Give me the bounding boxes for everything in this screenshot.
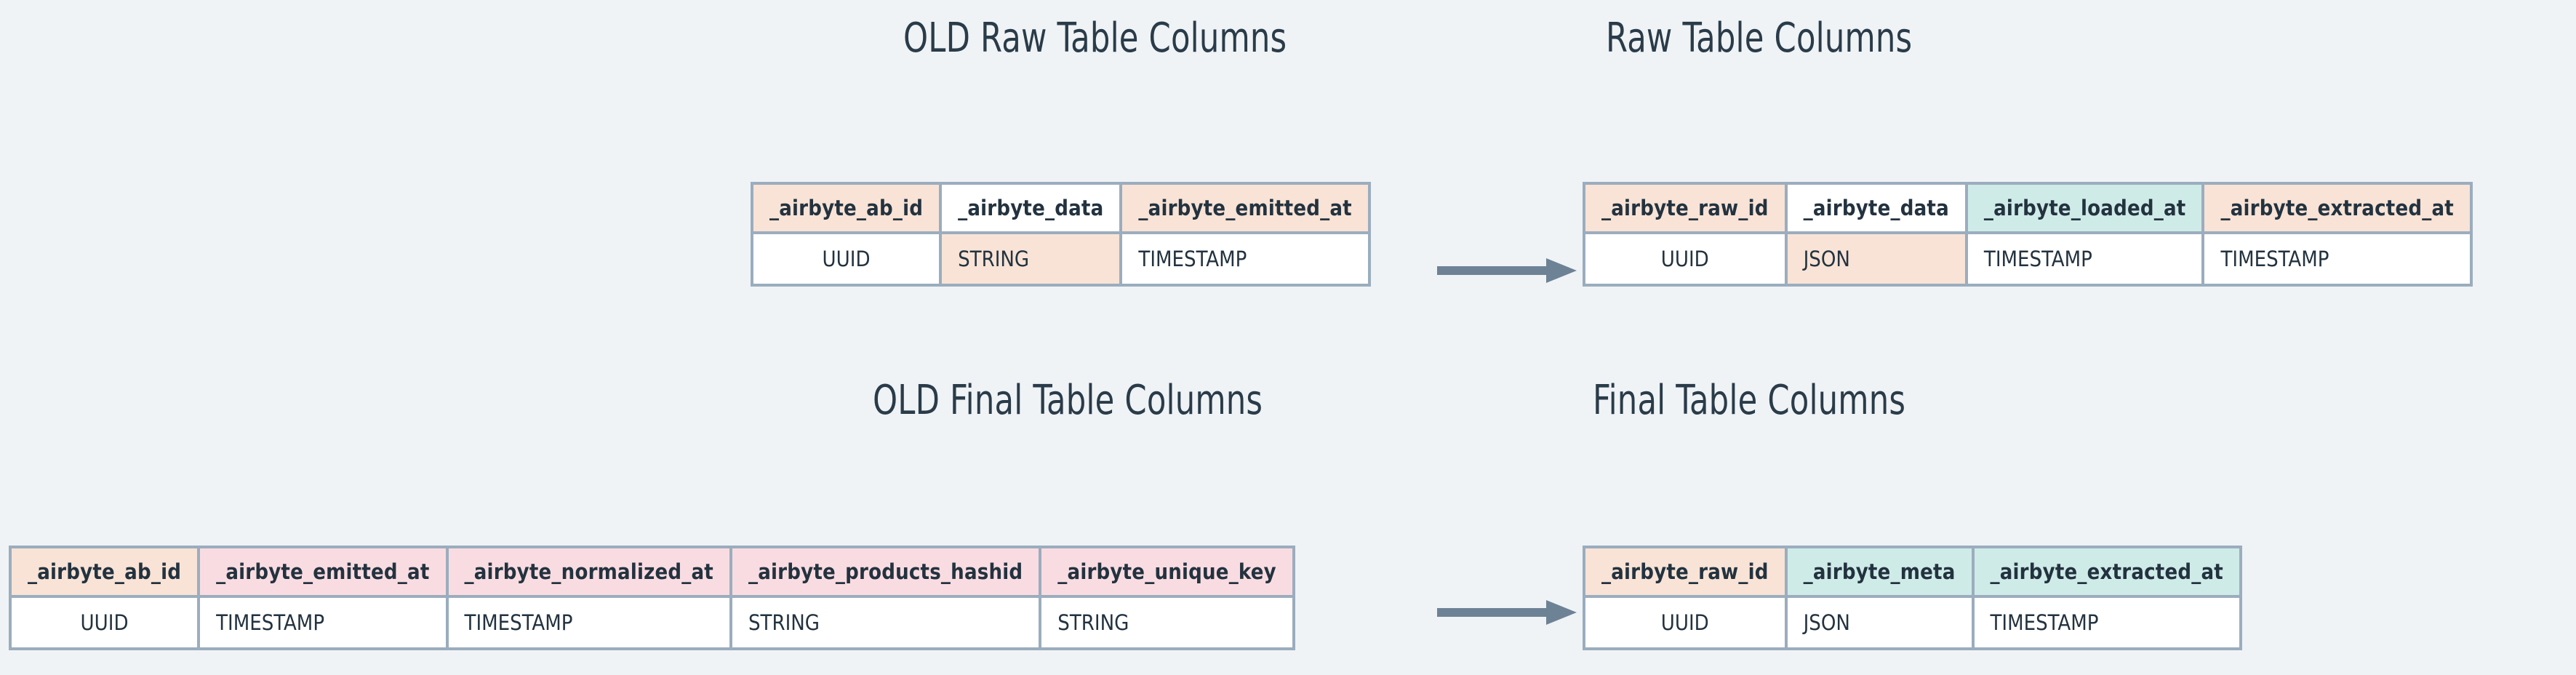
column-header-cell: _airbyte_products_hashid [729,546,1042,598]
column-type-cell: JSON [1784,595,1975,650]
column-type-cell: UUID [1583,231,1788,287]
column-header-cell: _airbyte_meta [1784,546,1975,598]
arrow-right-icon-raw [1437,256,1577,285]
arrow-right-icon-final [1437,598,1577,627]
column-type-cell: TIMESTAMP [197,595,449,650]
table-header-row: _airbyte_ab_id_airbyte_data_airbyte_emit… [750,182,1371,234]
column-type-cell: JSON [1784,231,1968,287]
column-header-cell: _airbyte_loaded_at [1964,182,2205,234]
title-new-raw-table: Raw Table Columns [1606,15,1913,62]
title-new-final-table: Final Table Columns [1593,377,1906,424]
column-header-cell: _airbyte_ab_id [8,546,201,598]
column-type-cell: STRING [1039,595,1295,650]
column-header-cell: _airbyte_normalized_at [445,546,732,598]
column-header-cell: _airbyte_emitted_at [197,546,449,598]
column-header-cell: _airbyte_ab_id [750,182,943,234]
column-type-cell: STRING [939,231,1123,287]
column-header-cell: _airbyte_emitted_at [1119,182,1371,234]
table-header-row: _airbyte_raw_id_airbyte_data_airbyte_loa… [1583,182,2473,234]
title-old-raw-table: OLD Raw Table Columns [903,15,1287,62]
table-old-raw-columns: _airbyte_ab_id_airbyte_data_airbyte_emit… [750,182,1371,287]
table-header-row: _airbyte_raw_id_airbyte_meta_airbyte_ext… [1583,546,2242,598]
column-type-cell: UUID [8,595,201,650]
column-type-cell: TIMESTAMP [445,595,732,650]
column-header-cell: _airbyte_raw_id [1583,182,1788,234]
column-type-cell: TIMESTAMP [2201,231,2473,287]
column-header-cell: _airbyte_extracted_at [1971,546,2242,598]
table-new-final-columns: _airbyte_raw_id_airbyte_meta_airbyte_ext… [1583,546,2242,650]
column-type-cell: TIMESTAMP [1964,231,2205,287]
column-header-cell: _airbyte_data [1784,182,1968,234]
table-new-raw-columns: _airbyte_raw_id_airbyte_data_airbyte_loa… [1583,182,2473,287]
column-header-cell: _airbyte_raw_id [1583,546,1788,598]
title-old-final-table: OLD Final Table Columns [873,377,1263,424]
table-old-final-columns: _airbyte_ab_id_airbyte_emitted_at_airbyt… [8,546,1295,650]
column-type-cell: UUID [750,231,943,287]
column-type-cell: UUID [1583,595,1788,650]
column-type-cell: TIMESTAMP [1971,595,2242,650]
column-type-cell: TIMESTAMP [1119,231,1371,287]
column-type-cell: STRING [729,595,1042,650]
column-header-cell: _airbyte_unique_key [1039,546,1295,598]
table-header-row: _airbyte_ab_id_airbyte_emitted_at_airbyt… [8,546,1295,598]
column-header-cell: _airbyte_data [939,182,1123,234]
column-header-cell: _airbyte_extracted_at [2201,182,2473,234]
